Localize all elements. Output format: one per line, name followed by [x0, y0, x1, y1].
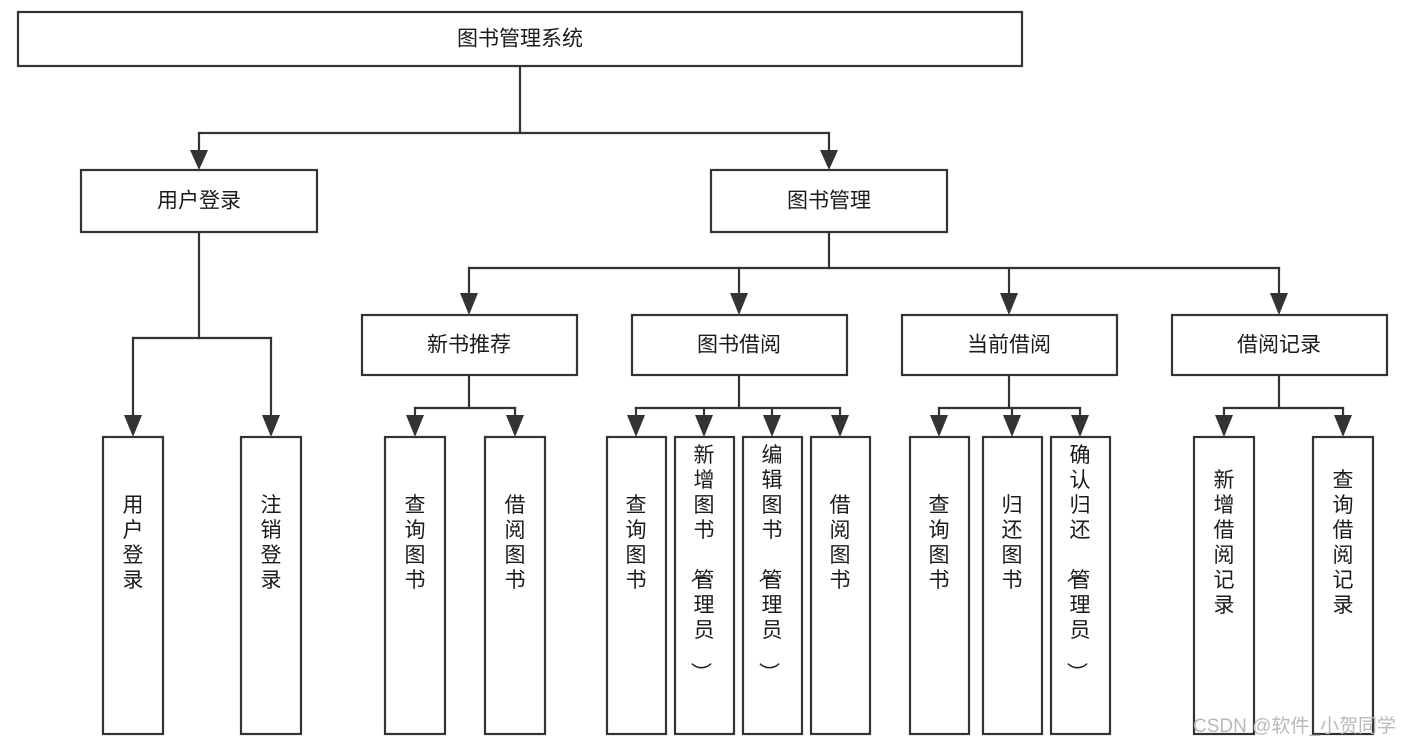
arrow-head-new-book-recommend: [460, 293, 478, 315]
node-root-label: 图书管理系统: [457, 28, 583, 51]
node-leaf-user-logout[interactable]: 注销登录: [239, 435, 303, 736]
node-current-borrow-label: 当前借阅: [967, 334, 1051, 357]
node-leaf-return-book-box[interactable]: [981, 435, 1044, 736]
arrow-head-leaf-user-login: [124, 415, 142, 437]
node-leaf-edit-book[interactable]: 编辑图书（管理员）: [741, 435, 804, 736]
node-current-borrow-box[interactable]: [900, 313, 1119, 377]
node-leaf-query-record-box[interactable]: [1311, 435, 1375, 736]
arrow-head-leaf-borrow-book-2: [831, 415, 849, 437]
node-leaf-return-book-label: 归还图书: [1002, 494, 1023, 592]
node-leaf-query-book-1-label: 查询图书: [405, 494, 426, 592]
node-leaf-query-book-2-box[interactable]: [605, 435, 668, 736]
arrow-head-leaf-return-book: [1003, 415, 1021, 437]
node-root-box[interactable]: [16, 10, 1024, 68]
arrow-head-leaf-borrow-book-1: [506, 415, 524, 437]
node-leaf-borrow-book-1-label: 借阅图书: [505, 494, 526, 592]
node-leaf-add-book-box[interactable]: [673, 435, 736, 736]
node-leaf-query-book-1-box[interactable]: [383, 435, 447, 736]
node-leaf-query-book-3-box[interactable]: [908, 435, 971, 736]
node-leaf-return-book[interactable]: 归还图书: [981, 435, 1044, 736]
node-user-login[interactable]: 用户登录: [79, 168, 319, 234]
node-leaf-query-record-label: 查询借阅记录: [1333, 469, 1354, 617]
arrow-head-leaf-confirm-return: [1071, 415, 1089, 437]
node-leaf-add-record[interactable]: 新增借阅记录: [1192, 435, 1256, 736]
node-new-book-recommend-label: 新书推荐: [427, 334, 511, 357]
arrow-head-book-borrow: [730, 293, 748, 315]
node-borrow-record-box[interactable]: [1170, 313, 1389, 377]
node-book-manage-label: 图书管理: [787, 190, 871, 213]
node-leaf-user-login[interactable]: 用户登录: [101, 435, 165, 736]
node-leaf-query-book-3-label: 查询图书: [929, 494, 950, 592]
node-leaf-query-book-1[interactable]: 查询图书: [383, 435, 447, 736]
node-current-borrow[interactable]: 当前借阅: [900, 313, 1119, 377]
arrow-head-leaf-query-book-1: [406, 415, 424, 437]
node-leaf-edit-book-box[interactable]: [741, 435, 804, 736]
arrow-head-leaf-edit-book: [763, 415, 781, 437]
csdn-watermark: CSDN @软件_小贺同学: [1193, 715, 1396, 737]
node-layer: 图书管理系统 用户登录 图书管理 新书推荐 图书借阅 当前: [16, 10, 1389, 736]
node-new-book-recommend[interactable]: 新书推荐: [360, 313, 579, 377]
node-book-manage[interactable]: 图书管理: [709, 168, 949, 234]
node-book-borrow[interactable]: 图书借阅: [630, 313, 849, 377]
arrow-head-borrow-record: [1270, 293, 1288, 315]
node-book-manage-box[interactable]: [709, 168, 949, 234]
node-leaf-add-record-box[interactable]: [1192, 435, 1256, 736]
arrow-head-leaf-user-logout: [262, 415, 280, 437]
node-root[interactable]: 图书管理系统: [16, 10, 1024, 68]
node-leaf-add-book-label: 新增图书（管理员）: [689, 444, 715, 683]
node-leaf-query-record[interactable]: 查询借阅记录: [1311, 435, 1375, 736]
node-borrow-record-label: 借阅记录: [1237, 334, 1321, 357]
node-book-borrow-box[interactable]: [630, 313, 849, 377]
node-leaf-borrow-book-1-box[interactable]: [483, 435, 547, 736]
node-leaf-query-book-2[interactable]: 查询图书: [605, 435, 668, 736]
node-leaf-confirm-return[interactable]: 确认归还（管理员）: [1049, 435, 1112, 736]
arrow-head-leaf-query-book-2: [627, 415, 645, 437]
node-leaf-borrow-book-1[interactable]: 借阅图书: [483, 435, 547, 736]
node-leaf-borrow-book-2[interactable]: 借阅图书: [809, 435, 872, 736]
arrow-head-leaf-query-book-3: [930, 415, 948, 437]
arrow-head-leaf-query-record: [1334, 415, 1352, 437]
node-leaf-user-login-box[interactable]: [101, 435, 165, 736]
arrow-head-book-manage: [820, 150, 838, 170]
arrow-head-leaf-add-book: [695, 415, 713, 437]
node-borrow-record[interactable]: 借阅记录: [1170, 313, 1389, 377]
node-leaf-borrow-book-2-box[interactable]: [809, 435, 872, 736]
node-leaf-confirm-return-label: 确认归还（管理员）: [1065, 444, 1091, 683]
arrow-head-leaf-add-record: [1215, 415, 1233, 437]
node-leaf-confirm-return-box[interactable]: [1049, 435, 1112, 736]
node-leaf-add-book[interactable]: 新增图书（管理员）: [673, 435, 736, 736]
connector-layer: [124, 64, 1352, 437]
node-user-login-box[interactable]: [79, 168, 319, 234]
arrow-head-current-borrow: [1000, 293, 1018, 315]
node-leaf-user-logout-box[interactable]: [239, 435, 303, 736]
node-leaf-query-book-3[interactable]: 查询图书: [908, 435, 971, 736]
node-leaf-user-logout-label: 注销登录: [261, 494, 282, 592]
node-leaf-query-book-2-label: 查询图书: [626, 494, 647, 592]
node-user-login-label: 用户登录: [157, 190, 241, 213]
node-leaf-borrow-book-2-label: 借阅图书: [830, 494, 851, 592]
node-leaf-edit-book-label: 编辑图书（管理员）: [757, 444, 783, 683]
node-book-borrow-label: 图书借阅: [697, 334, 781, 357]
node-leaf-user-login-label: 用户登录: [123, 494, 144, 592]
arrow-head-user-login: [190, 150, 208, 170]
node-new-book-recommend-box[interactable]: [360, 313, 579, 377]
node-leaf-add-record-label: 新增借阅记录: [1214, 469, 1235, 617]
